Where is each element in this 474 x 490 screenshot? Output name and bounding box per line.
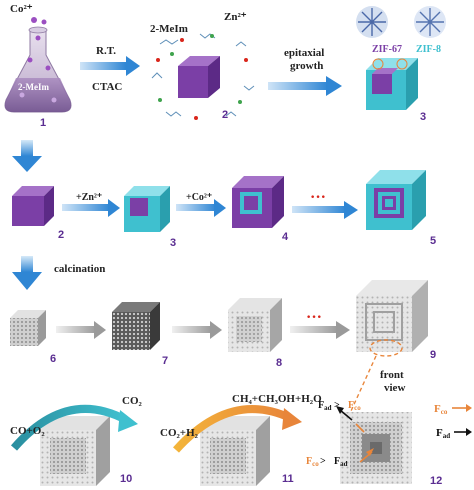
zif8-framework-icon bbox=[414, 6, 446, 38]
orange-reaction-arc bbox=[173, 405, 292, 453]
row3-ellipsis: ··· bbox=[306, 309, 322, 326]
catalyst-cube-10 bbox=[40, 416, 110, 486]
arrow-epitaxial bbox=[268, 76, 342, 96]
reagent-2-meim-label: 2-MeIm bbox=[150, 23, 188, 35]
core-shell-cube-3 bbox=[366, 58, 418, 110]
front-view-indicator bbox=[345, 339, 403, 423]
legend-fco-label: Fco bbox=[434, 403, 448, 416]
front-view-line2: view bbox=[384, 382, 405, 394]
lower-fad: Fad bbox=[334, 456, 348, 468]
row3-step-label-6: 6 bbox=[50, 353, 56, 365]
arrow-continue-row3 bbox=[290, 321, 350, 339]
row3-step-label-7: 7 bbox=[162, 355, 168, 367]
lower-fco: Fco bbox=[306, 456, 319, 468]
front-view-line1: front bbox=[380, 369, 404, 381]
arrow2-top-line1: epitaxial bbox=[284, 47, 324, 59]
zif8-label: ZIF-8 bbox=[416, 44, 441, 55]
down-arrow-1 bbox=[12, 140, 42, 172]
gray-arrow-2 bbox=[172, 321, 222, 339]
row3-step-label-8: 8 bbox=[276, 357, 282, 369]
calcined-cube-6 bbox=[10, 310, 46, 346]
calcined-cube-8 bbox=[228, 298, 282, 352]
add-zn-label: +Zn²⁺ bbox=[76, 192, 102, 203]
row2-cube-2 bbox=[12, 186, 54, 226]
reaction1-input: CO+O₂ bbox=[10, 425, 45, 437]
orange-arc-head bbox=[282, 408, 302, 430]
row4-step-label-10: 10 bbox=[120, 473, 132, 485]
molecule-cluster bbox=[151, 33, 255, 117]
reagent-zn-label: Zn²⁺ bbox=[224, 11, 247, 23]
legend-fad-arrowhead bbox=[466, 428, 472, 436]
calcined-cube-7 bbox=[112, 302, 160, 350]
step-label-3: 3 bbox=[420, 111, 426, 123]
legend-fad-label: Fad bbox=[436, 427, 450, 440]
row2-cube-5 bbox=[366, 170, 426, 230]
arrow-continue-row2 bbox=[292, 201, 358, 219]
gray-arrow-1 bbox=[56, 321, 106, 339]
force-legend: Fco Fad bbox=[434, 403, 472, 440]
row2-step-label-3: 3 bbox=[170, 237, 176, 249]
lower-gt: > bbox=[320, 456, 326, 467]
zif67-label: ZIF-67 bbox=[372, 44, 402, 55]
upper-gt: > bbox=[334, 400, 340, 411]
row4-step-label-11: 11 bbox=[282, 473, 294, 485]
arrow2-top-line2: growth bbox=[290, 60, 323, 72]
down-arrow-2 bbox=[12, 256, 42, 290]
reaction2-input: CO₂+H₂ bbox=[160, 427, 199, 439]
catalyst-cube-11 bbox=[200, 416, 270, 486]
arrow-add-zn bbox=[62, 199, 120, 217]
upper-fco: Fco bbox=[348, 400, 361, 412]
purple-cube-2 bbox=[178, 56, 220, 98]
calcined-cube-9 bbox=[356, 280, 428, 352]
calcination-label: calcination bbox=[54, 263, 105, 275]
step-label-1: 1 bbox=[40, 117, 46, 129]
teal-reaction-arc bbox=[10, 404, 128, 451]
row2-step-label-2: 2 bbox=[58, 229, 64, 241]
add-co-label: +Co²⁺ bbox=[186, 192, 212, 203]
front-view-square-12 bbox=[340, 412, 412, 484]
flask bbox=[4, 17, 72, 113]
arrow1-top-label: R.T. bbox=[96, 45, 116, 57]
arrow1-bottom-label: CTAC bbox=[92, 81, 122, 93]
row2-step-label-5: 5 bbox=[430, 235, 436, 247]
row2-step-label-4: 4 bbox=[282, 231, 289, 243]
reaction1-output: CO₂ bbox=[122, 395, 143, 407]
reaction2-output: CH₄+CH₃OH+H₂O bbox=[232, 393, 322, 405]
row3-step-label-9: 9 bbox=[430, 349, 436, 361]
flask-liquid-label: 2-MeIm bbox=[18, 82, 49, 92]
arrow-add-co bbox=[176, 199, 226, 217]
row2-ellipsis: ··· bbox=[310, 189, 326, 206]
arrow-rt-ctac bbox=[80, 56, 140, 76]
row2-cube-3 bbox=[124, 186, 170, 232]
molecule-dots bbox=[156, 34, 248, 120]
row2-cube-4 bbox=[232, 176, 284, 228]
upper-fad: Fad bbox=[318, 400, 332, 412]
flask-ion-label: Co²⁺ bbox=[10, 3, 33, 15]
teal-arc-head bbox=[118, 410, 138, 432]
zif67-framework-icon bbox=[356, 6, 388, 38]
force-arrows bbox=[336, 406, 374, 463]
row4-step-label-12: 12 bbox=[430, 475, 442, 487]
step-label-2: 2 bbox=[222, 109, 228, 121]
legend-fco-arrowhead bbox=[466, 404, 472, 412]
